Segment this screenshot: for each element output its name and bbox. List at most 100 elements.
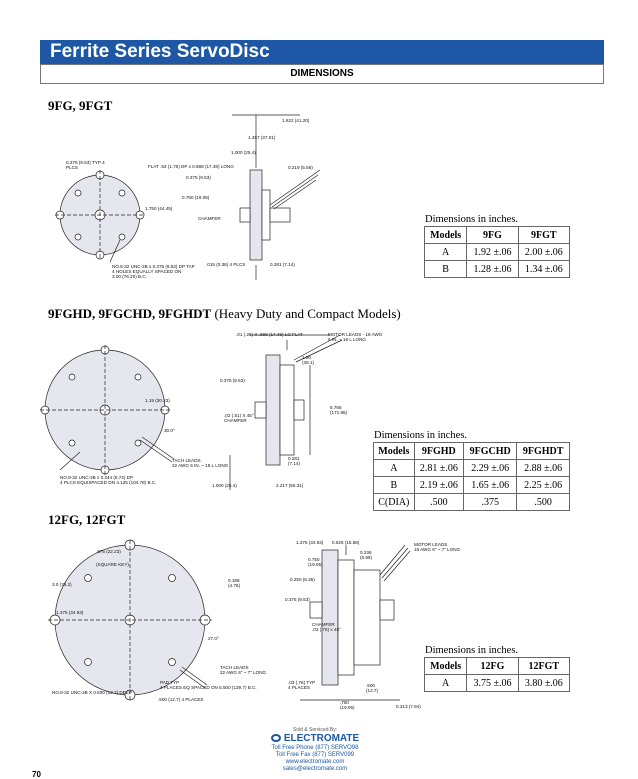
table-row: B 2.19 ±.06 1.65 ±.06 2.25 ±.06 xyxy=(373,476,570,494)
table-cell: 2.29 ±.06 xyxy=(463,459,518,477)
table1-caption: Dimensions in inches. xyxy=(425,214,519,225)
angle-label: 30.0° xyxy=(164,428,175,433)
chamfer-note: .02 (.51) X 45° CHAMFER xyxy=(224,413,254,423)
tach-leads-note: TACH LEADS 22 AWG 6 IN. ~ 18 L LONG xyxy=(172,458,229,468)
table-cell: 3.80 ±.06 xyxy=(517,674,571,692)
table-cell: .500 xyxy=(413,493,465,511)
dim-label: .500 (12.7) xyxy=(366,683,379,693)
page-title: Ferrite Series ServoDisc xyxy=(50,41,270,62)
dim-label: .03 (.76) TYP 4 PLACES xyxy=(288,680,316,690)
dim-label: 1.000 (25.4) xyxy=(212,483,237,488)
angle-label: 27.0° xyxy=(208,636,219,641)
email-link[interactable]: sales@electromate.com xyxy=(282,766,348,772)
electromate-logo-icon xyxy=(270,734,281,743)
tap-note: NO.8-32 UNC-2B X 0.500 (12.7) DEEP xyxy=(52,690,132,695)
dim-label: .015 (0.38) 4 PLCS xyxy=(206,262,246,267)
dim-label: 0.375 (9.53) xyxy=(186,175,211,180)
table-cell: 1.65 ±.06 xyxy=(463,476,518,494)
table-header-cell: 9FG xyxy=(466,226,519,244)
table-cell: 2.00 ±.06 xyxy=(517,243,571,261)
table-cell: 1.34 ±.06 xyxy=(517,260,571,278)
dim-label: 0.250 (6.35) xyxy=(290,577,315,582)
dim-label: 1.375 (34.93) xyxy=(296,540,324,545)
table-header-cell: Models xyxy=(423,226,468,244)
tap-note: NO.8-32 UNC-2B x 0.375 (9.53) DP TAP 4 H… xyxy=(112,264,195,279)
dim-label: 0.375 (9.53) xyxy=(285,597,310,602)
table-cell: 2.19 ±.06 xyxy=(413,476,465,494)
dim-label: 6.766 (171.86) xyxy=(330,405,348,415)
table-row: A 2.81 ±.06 2.29 ±.06 2.88 ±.06 xyxy=(373,459,570,477)
dim-label: 0.625 (15.88) xyxy=(332,540,360,545)
dimensions-table-9fg: Models 9FG 9FGT A 1.92 ±.06 2.00 ±.06 B … xyxy=(423,226,571,278)
dim-label: 0.750 (19.05) xyxy=(182,195,210,200)
sold-by-label: Sold & Serviced By: xyxy=(292,727,338,733)
dim-label: .750 (19.05) xyxy=(340,700,355,710)
dim-label: 1.19 (30.23) xyxy=(145,398,170,403)
dimensions-table-12fg: Models 12FG 12FGT A 3.75 ±.06 3.80 ±.06 xyxy=(423,657,571,692)
key-label: (SQUARE KEY) xyxy=(96,562,129,567)
drawing-9fg-front-view xyxy=(55,170,145,263)
dim-label: 0.236 (5.99) xyxy=(360,550,373,560)
website-link[interactable]: www.electromate.com xyxy=(285,759,345,765)
dim-label: 0.188 (4.78) xyxy=(228,578,241,588)
section-title-9fghd: 9FGHD, 9FGCHD, 9FGHDT (Heavy Duty and Co… xyxy=(48,306,401,321)
dim-label: 0.281 (7.14) xyxy=(270,262,295,267)
table-cell: .375 xyxy=(463,493,518,511)
chamfer-note: CHAMFER .03 (.76) x 45° xyxy=(312,622,341,632)
table3-caption: Dimensions in inches. xyxy=(425,645,519,656)
table-cell: B xyxy=(423,260,468,278)
section-title-9fg: 9FG, 9FGT xyxy=(48,98,113,113)
table-cell: .500 xyxy=(516,493,570,511)
dim-label: .500 (12.7) 4 PLACES xyxy=(158,697,204,702)
brand-logo: ELECTROMATE xyxy=(255,733,375,745)
table-cell: A xyxy=(423,674,468,692)
table-header-cell: 9FGCHD xyxy=(463,442,518,460)
dim-label: 1.50 (38.1) xyxy=(302,355,315,365)
dim-label: 0.375 (9.53) TYP 4 PLCS xyxy=(66,160,105,170)
table-header-cell: 12FGT xyxy=(517,657,571,675)
dim-label: 1.000 (25.4) xyxy=(231,150,256,155)
table-row: A 3.75 ±.06 3.80 ±.06 xyxy=(423,674,571,692)
tap-note: NO.8-32 UNC-2B x 0.344 (8.74) DP 4 PLCS … xyxy=(60,475,157,485)
motor-leads-note: MOTOR LEADS 18 AWG 6" ~ 7" LONG xyxy=(414,542,461,552)
dim-label: .875 (22.23) xyxy=(96,549,121,554)
table-header-cell: 9FGT xyxy=(517,226,571,244)
table-header-cell: Models xyxy=(423,657,468,675)
table-cell: 2.88 ±.06 xyxy=(516,459,570,477)
table-cell: 1.28 ±.06 xyxy=(466,260,519,278)
section-title-12fg: 12FG, 12FGT xyxy=(48,512,126,527)
dim-label: 0.219 (5.56) xyxy=(288,165,313,170)
chamfer-note: CHAMFER xyxy=(198,216,221,221)
flat-note: FLAT .53 (1.76) DP x 0.688 (17.48) LONG xyxy=(148,164,234,169)
dim-label: 1.750 (44.45) xyxy=(145,206,173,211)
table-header-cell: Models xyxy=(373,442,415,460)
drawing-12fg-side-view xyxy=(300,544,411,701)
tach-leads-note: TACH LEADS 22 AWG 6" ~ 7" LONG xyxy=(220,665,267,675)
table-header-row: Models 9FGHD 9FGCHD 9FGHDT xyxy=(373,442,570,460)
table-cell: 1.92 ±.06 xyxy=(466,243,519,261)
drawing-12fg-front-view xyxy=(48,539,212,701)
table-header-row: Models 12FG 12FGT xyxy=(423,657,571,675)
drawing-9fg-side-view xyxy=(232,114,321,280)
flat-note: .01 (.25) X .688 (17.48) LG FLAT xyxy=(236,332,304,337)
page-banner: Ferrite Series ServoDisc xyxy=(40,40,604,64)
dim-label: 0.750 (19.05) xyxy=(308,557,323,567)
motor-leads-note: MOTOR LEADS - 18 AWG 6 IN. ~ 18 L LONG xyxy=(328,332,383,342)
table2-caption: Dimensions in inches. xyxy=(374,430,468,441)
table-cell: 2.81 ±.06 xyxy=(413,459,465,477)
dim-label: 1.457 (37.01) xyxy=(248,135,276,140)
table-header-cell: 9FGHDT xyxy=(516,442,570,460)
dim-label: 2.217 (56.31) xyxy=(276,483,304,488)
table-header-row: Models 9FG 9FGT xyxy=(423,226,571,244)
section-subheader: DIMENSIONS xyxy=(40,64,604,84)
dim-label: 0.375 (9.53) xyxy=(220,378,245,383)
dimensions-table-9fghd: Models 9FGHD 9FGCHD 9FGHDT A 2.81 ±.06 2… xyxy=(373,442,570,511)
dim-label: 0.281 (7.14) xyxy=(288,456,301,466)
table-cell: C(DIA) xyxy=(373,493,415,511)
dim-label: 1.375 (34.93) xyxy=(56,610,84,615)
table-header-cell: 12FG xyxy=(466,657,519,675)
table-row: B 1.28 ±.06 1.34 ±.06 xyxy=(423,260,571,278)
table-cell: B xyxy=(373,476,415,494)
pad-note: PAD TYP 4 PLACES EQ SPACED ON 5.500 (139… xyxy=(160,680,257,690)
